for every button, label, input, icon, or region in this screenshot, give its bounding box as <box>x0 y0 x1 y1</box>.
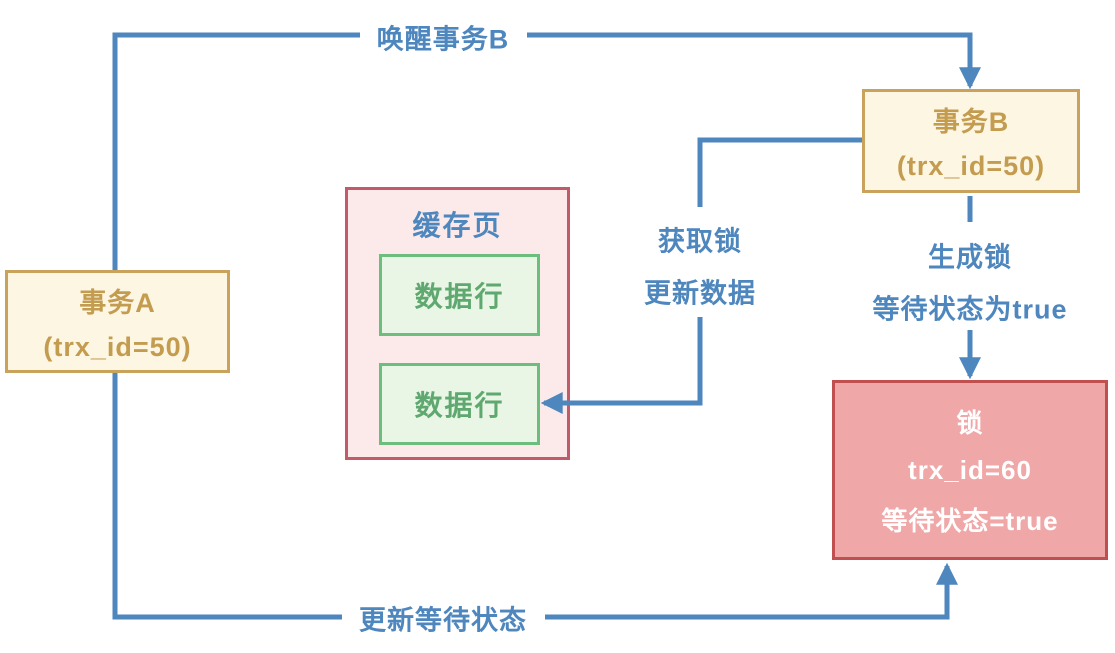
connector-wake-b-arrow <box>527 32 981 90</box>
transaction-a-node: 事务A (trx_id=50) <box>5 270 230 373</box>
connector-update-wait-arrow <box>545 562 958 620</box>
cache-page-node: 缓存页 数据行 数据行 <box>345 187 570 460</box>
cache-page-title: 缓存页 <box>412 210 503 241</box>
edge-label-update-data: 更新数据 <box>634 271 766 311</box>
lock-trx-id: trx_id=60 <box>908 454 1032 485</box>
transaction-a-trx-id: (trx_id=50) <box>43 331 192 362</box>
edge-label-generate-lock: 生成锁 <box>918 235 1022 275</box>
edge-label-wait-state-true: 等待状态为true <box>862 287 1078 327</box>
lock-title: 锁 <box>956 407 984 438</box>
transaction-b-title: 事务B <box>932 107 1010 137</box>
edge-label-wake-b: 唤醒事务B <box>366 17 520 57</box>
lock-node: 锁 trx_id=60 等待状态=true <box>832 380 1108 560</box>
transaction-b-node: 事务B (trx_id=50) <box>862 89 1080 193</box>
data-row-node: 数据行 <box>379 254 540 336</box>
data-row-node: 数据行 <box>379 363 540 445</box>
connector-acquire-lock-upper <box>697 137 862 207</box>
edge-label-update-wait-state: 更新等待状态 <box>349 598 537 638</box>
transaction-a-title: 事务A <box>79 287 156 318</box>
edge-label-acquire-lock: 获取锁 <box>648 219 752 259</box>
transaction-b-trx-id: (trx_id=50) <box>896 151 1046 181</box>
lock-wait-state: 等待状态=true <box>881 505 1059 536</box>
